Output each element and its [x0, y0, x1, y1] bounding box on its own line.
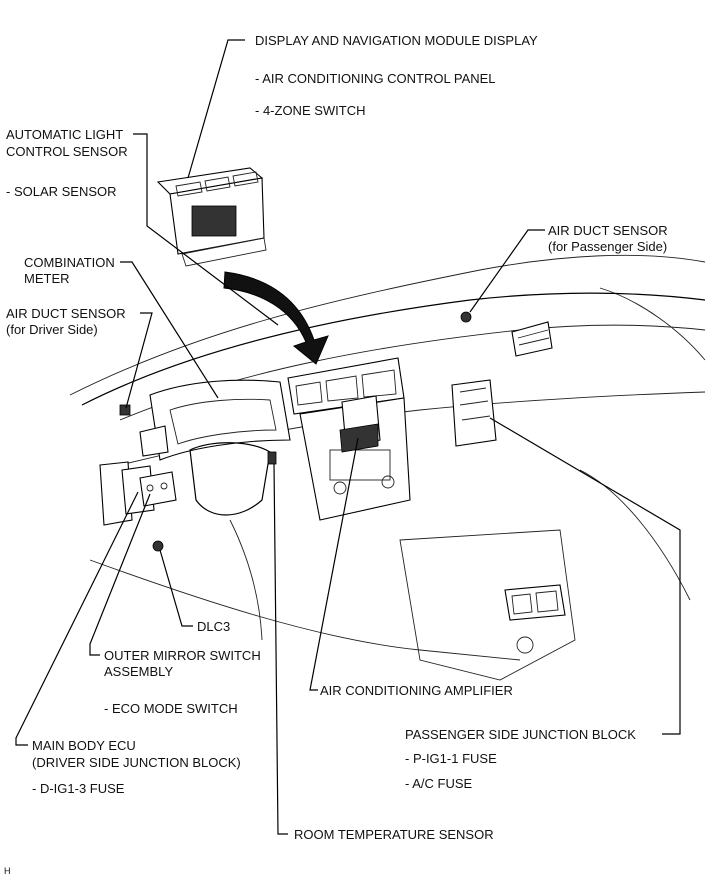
windshield-inner [599, 287, 706, 361]
label-p-ig1-1-fuse: - P-IG1-1 FUSE [405, 751, 497, 766]
leader-outer-mirror [89, 493, 151, 656]
console-outline [399, 529, 576, 681]
label-d-ig1-3-fuse: - D-IG1-3 FUSE [32, 781, 125, 796]
center-controls [329, 449, 391, 481]
label-air-duct-passenger-line1: AIR DUCT SENSOR [548, 223, 668, 238]
label-ac-amplifier: AIR CONDITIONING AMPLIFIER [320, 683, 513, 698]
leader-air-duct-driver [125, 312, 153, 409]
floor-line [89, 559, 521, 661]
label-auto-light-line2: CONTROL SENSOR [6, 144, 128, 159]
label-display-navigation: DISPLAY AND NAVIGATION MODULE DISPLAY [255, 33, 538, 48]
label-passenger-junction-block: PASSENGER SIDE JUNCTION BLOCK [405, 727, 636, 742]
leader-dlc3 [159, 549, 193, 627]
leader-room-temp [273, 463, 288, 835]
dlc3-connector [152, 540, 164, 552]
label-solar-sensor: - SOLAR SENSOR [6, 184, 117, 199]
leader-display [187, 39, 245, 179]
label-air-duct-driver-line1: AIR DUCT SENSOR [6, 306, 126, 321]
label-auto-light-line1: AUTOMATIC LIGHT [6, 127, 124, 142]
corner-mark: H [4, 866, 11, 876]
dash-top-outline [81, 292, 706, 406]
leader-combination [120, 261, 219, 399]
windshield-edge [69, 254, 706, 396]
label-outer-mirror-line1: OUTER MIRROR SWITCH [104, 648, 261, 663]
label-4-zone-switch: - 4-ZONE SWITCH [255, 103, 366, 118]
air-duct-sensor-passenger [460, 311, 472, 323]
label-air-duct-driver-line2: (for Driver Side) [6, 322, 98, 337]
pointer-arrow [223, 271, 329, 365]
outer-mirror-switch [139, 471, 177, 507]
rear-socket [516, 636, 534, 654]
leader-air-duct-pass [469, 229, 545, 313]
leader-passenger-jb [489, 417, 681, 735]
label-room-temp-sensor: ROOM TEMPERATURE SENSOR [294, 827, 494, 842]
room-temp-sensor-grille [267, 451, 277, 465]
label-main-body-line2: (DRIVER SIDE JUNCTION BLOCK) [32, 755, 241, 770]
passenger-junction-block [451, 379, 497, 447]
leader-auto-light [133, 133, 279, 326]
label-dlc3: DLC3 [197, 619, 231, 634]
combination-meter [149, 379, 291, 461]
leader-ac-amplifier [309, 437, 359, 691]
display-navigation-module [156, 167, 267, 267]
driver-vent [139, 425, 169, 457]
leader-main-body [15, 491, 139, 746]
air-duct-sensor-driver [119, 404, 131, 416]
label-outer-mirror-line2: ASSEMBLY [104, 664, 174, 679]
label-combination-line1: COMBINATION [24, 255, 115, 270]
steering-shroud [189, 442, 271, 516]
rear-vent [504, 584, 566, 621]
label-combination-line2: METER [24, 271, 70, 286]
label-eco-mode-switch: - ECO MODE SWITCH [104, 701, 238, 716]
label-air-duct-passenger-line2: (for Passenger Side) [548, 239, 668, 254]
label-ac-control-panel: - AIR CONDITIONING CONTROL PANEL [255, 71, 496, 86]
passenger-vent [511, 321, 553, 357]
label-ac-fuse: - A/C FUSE [405, 776, 473, 791]
label-main-body-line1: MAIN BODY ECU [32, 738, 136, 753]
